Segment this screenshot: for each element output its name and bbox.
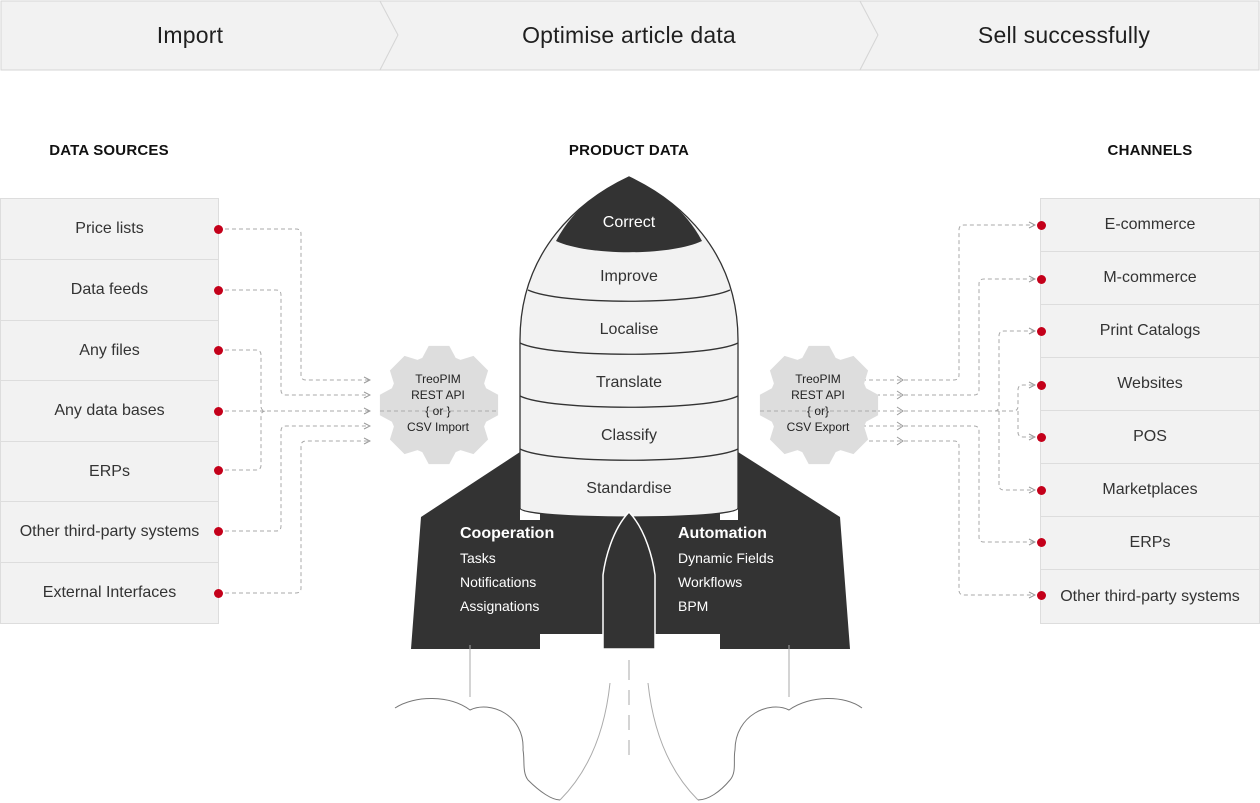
cooperation-block: Cooperation Tasks Notifications Assignat… — [460, 522, 554, 618]
source-item-erps: ERPs — [0, 441, 219, 502]
connector-dot — [1036, 590, 1046, 600]
connector-dot — [213, 588, 223, 598]
gear-line: { or} — [806, 404, 830, 418]
automation-title: Automation — [678, 525, 767, 542]
connector-dot — [213, 526, 223, 536]
import-gear-label: TreoPIM REST API { or } CSV Import — [383, 371, 493, 435]
smoke-clouds — [394, 698, 863, 801]
heading-product-data: PRODUCT DATA — [568, 142, 690, 159]
source-item-price-lists: Price lists — [0, 198, 219, 260]
connector-dot — [213, 224, 223, 234]
connector-dot — [213, 345, 223, 355]
heading-data-sources: DATA SOURCES — [49, 142, 169, 159]
heading-channels: CHANNELS — [1107, 142, 1193, 159]
channel-item-erps: ERPs — [1040, 516, 1260, 570]
channel-item-pos: POS — [1040, 410, 1260, 464]
source-item-any-files: Any files — [0, 320, 219, 381]
rocket-layer-separators — [519, 289, 739, 461]
channel-item-third-party: Other third-party systems — [1040, 569, 1260, 624]
source-item-third-party: Other third-party systems — [0, 501, 219, 563]
connector-dot — [1036, 485, 1046, 495]
source-item-data-feeds: Data feeds — [0, 259, 219, 321]
rocket-nose — [556, 177, 702, 253]
source-item-external-interfaces: External Interfaces — [0, 562, 219, 624]
connector-dot — [1036, 432, 1046, 442]
automation-item: BPM — [678, 598, 709, 614]
channel-item-ecommerce: E-commerce — [1040, 198, 1260, 252]
layer-translate: Translate — [595, 374, 663, 391]
connector-dot — [213, 406, 223, 416]
cooperation-item: Notifications — [460, 574, 537, 590]
source-connectors — [218, 228, 370, 594]
layer-localise: Localise — [599, 321, 659, 338]
process-bar — [0, 0, 1260, 71]
rocket-right-wing — [720, 452, 850, 649]
cooperation-title: Cooperation — [460, 525, 555, 542]
gear-line: CSV Import — [406, 420, 469, 434]
gear-line: TreoPIM — [795, 372, 841, 386]
connector-dot — [1036, 220, 1046, 230]
exhaust-lines — [469, 645, 790, 801]
connector-dot — [213, 285, 223, 295]
step-optimise: Optimise article data — [522, 22, 736, 48]
gear-line: TreoPIM — [415, 372, 461, 386]
rocket-left-wing — [411, 452, 540, 649]
channel-item-marketplaces: Marketplaces — [1040, 463, 1260, 517]
channel-item-websites: Websites — [1040, 357, 1260, 411]
gear-line: { or } — [425, 404, 451, 418]
cooperation-item: Assignations — [460, 598, 540, 614]
layer-classify: Classify — [600, 427, 657, 444]
export-gear-label: TreoPIM REST API { or} CSV Export — [763, 371, 873, 435]
connector-dot — [1036, 380, 1046, 390]
step-sell: Sell successfully — [977, 22, 1151, 48]
gear-line: REST API — [411, 388, 465, 402]
automation-item: Workflows — [678, 574, 743, 590]
layer-correct: Correct — [602, 214, 656, 231]
cooperation-item: Tasks — [460, 550, 496, 566]
connector-dot — [213, 465, 223, 475]
connector-dot — [1036, 274, 1046, 284]
gear-line: REST API — [791, 388, 845, 402]
rocket-center-fin — [602, 510, 656, 650]
step-import: Import — [156, 22, 224, 48]
channel-item-print-catalogs: Print Catalogs — [1040, 304, 1260, 358]
layer-standardise: Standardise — [586, 480, 672, 497]
source-item-any-data-bases: Any data bases — [0, 380, 219, 442]
layer-improve: Improve — [600, 268, 658, 285]
import-gear-icon — [379, 345, 499, 465]
channel-item-mcommerce: M-commerce — [1040, 251, 1260, 305]
connector-dot — [1036, 326, 1046, 336]
export-gear-icon — [759, 345, 879, 465]
automation-block: Automation Dynamic Fields Workflows BPM — [678, 522, 774, 618]
step-sell-chevron — [859, 0, 1260, 71]
gear-line: CSV Export — [786, 420, 850, 434]
connector-dot — [1036, 537, 1046, 547]
channel-connectors — [862, 225, 1035, 595]
automation-item: Dynamic Fields — [678, 550, 774, 566]
